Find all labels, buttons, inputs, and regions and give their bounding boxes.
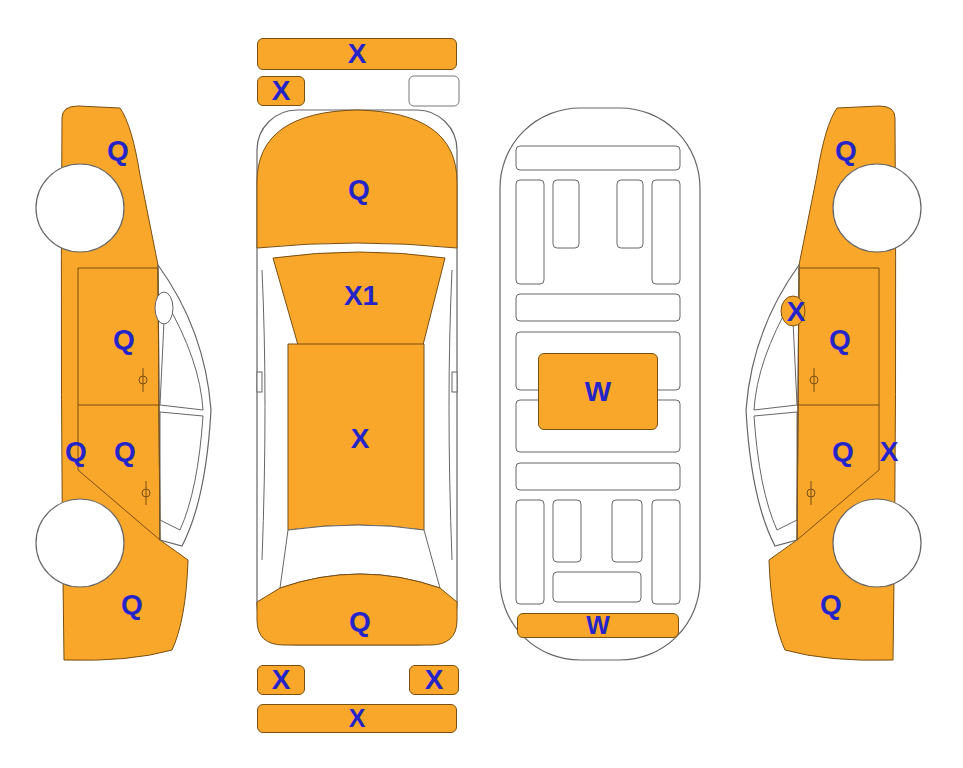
quarter-panel: Q [818,589,844,621]
damage-code: Q [829,326,851,354]
quarter-panel: Q [119,589,145,621]
damage-code: W [585,378,611,406]
bumper-panel: X [257,38,457,70]
damage-code: Q [832,438,854,466]
fender-panel: Q [833,135,859,167]
damage-code: W [586,613,610,638]
damage-code: Q [121,591,143,619]
damage-code: Q [113,326,135,354]
underbody-panel: W [517,613,679,638]
hood-panel: Q [346,174,372,206]
damage-code: X [787,298,806,326]
fender-panel: Q [105,135,131,167]
door-panel: Q [827,324,853,356]
small-panel: X [257,76,305,106]
damage-code: X [351,425,370,453]
small-panel: X [409,665,459,695]
small-panel: X [257,665,305,695]
door-panel: Q [111,324,137,356]
damage-code: Q [820,591,842,619]
damage-code: Q [835,137,857,165]
door-panel: Q [112,436,138,468]
damage-code: X [880,438,899,466]
damage-code: X [425,666,444,694]
damage-code: X [349,706,366,731]
damage-code: Q [114,438,136,466]
damage-code: Q [349,608,371,636]
roof-panel: X [349,423,372,455]
rocker-panel: X [878,436,901,468]
underbody-panel: W [538,353,658,430]
damage-code: X1 [344,282,378,310]
rocker-panel: Q [63,436,89,468]
damage-code: X [272,666,291,694]
bumper-panel: X [257,704,457,733]
damage-code: Q [107,137,129,165]
damage-code: Q [348,176,370,204]
door-panel: Q [830,436,856,468]
damage-code: Q [65,438,87,466]
damage-code: X [272,77,291,105]
mirror-panel: X [785,296,808,328]
trunk-panel: Q [347,606,373,638]
windshield-panel: X1 [342,280,380,312]
damage-code: X [348,40,367,68]
